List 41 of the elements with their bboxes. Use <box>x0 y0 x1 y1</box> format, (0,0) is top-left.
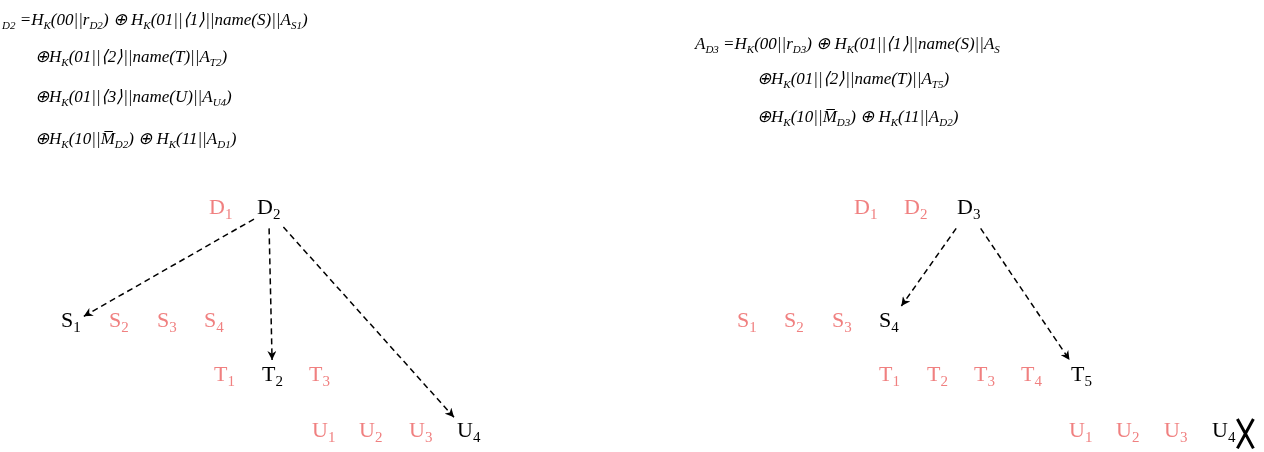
tree-node-label: S$_{1}$ <box>736 308 758 340</box>
tree-node-label: T$_{3}$ <box>308 362 331 394</box>
formula-line: A$_{D3}$ =H$_{K}$(00||r$_{D3}$) ⊕ H$_{K}$(01||⟨1⟩||name(S)||A$_{S}$ <box>695 33 1000 58</box>
tree-node-label: U$_{2}$ <box>1115 418 1141 450</box>
formula-line: ⊕H$_{K}$(10||M̅$_{D3}$) ⊕ H$_{K}$(11||A$_{D2}$) <box>757 106 959 131</box>
tree-node-label: U$_{1}$ <box>1068 418 1094 450</box>
formula-line: ⊕H$_{K}$(01||⟨2⟩||name(T)||A$_{T5}$) <box>757 68 950 93</box>
tree-node-label: S$_{2}$ <box>783 308 805 340</box>
dashed-arrow <box>979 227 1071 361</box>
tree-node-label: D$_{1}$ <box>853 195 879 227</box>
formula-line: ⊕H$_{K}$(01||⟨3⟩||name(U)||A$_{U4}$) <box>35 86 232 111</box>
tree-node-label: T$_{3}$ <box>973 362 996 394</box>
dashed-arrow <box>282 226 455 419</box>
tree-node-label: U$_{3}$ <box>1163 418 1189 450</box>
dashed-arrow <box>267 227 277 361</box>
tree-node-label: S$_{3}$ <box>831 308 853 340</box>
tree-node-label: U$_{2}$ <box>358 418 384 450</box>
tree-node-label: U$_{4}$ <box>456 418 482 450</box>
tree-node-label: T$_{1}$ <box>213 362 236 394</box>
formula-line: $_{D2}$ =H$_{K}$(00||r$_{D2}$) ⊕ H$_{K}$(01||⟨1⟩||name(S)||A$_{S1}$) <box>2 9 308 34</box>
dashed-arrow <box>900 227 957 307</box>
formula-line: ⊕H$_{K}$(01||⟨2⟩||name(T)||A$_{T2}$) <box>35 46 228 71</box>
tree-node-label: S$_{3}$ <box>156 308 178 340</box>
tree-node-label: S$_{4}$ <box>203 308 225 340</box>
tree-node-label: U$_{3}$ <box>408 418 434 450</box>
tree-node-label: S$_{2}$ <box>108 308 130 340</box>
tree-node-label: T$_{2}$ <box>261 362 284 394</box>
tree-node-label: D$_{2}$ <box>903 195 929 227</box>
tree-node-label: D$_{1}$ <box>208 195 234 227</box>
formula-line: ⊕H$_{K}$(10||M̅$_{D2}$) ⊕ H$_{K}$(11||A$_{D1}$) <box>35 128 237 153</box>
tree-node-label: U$_{4}$ <box>1211 418 1237 450</box>
tree-node-label: T$_{4}$ <box>1020 362 1043 394</box>
tree-node-label: S$_{1}$ <box>60 308 82 340</box>
tree-node-label: T$_{2}$ <box>926 362 949 394</box>
tree-node-label: D$_{2}$ <box>256 195 282 227</box>
dashed-arrow <box>83 218 255 318</box>
tree-node-label: T$_{5}$ <box>1070 362 1093 394</box>
tree-node-label: D$_{3}$ <box>956 195 982 227</box>
tree-node-label: U$_{1}$ <box>311 418 337 450</box>
tree-node-label: T$_{1}$ <box>878 362 901 394</box>
tree-node-label: S$_{4}$ <box>878 308 900 340</box>
